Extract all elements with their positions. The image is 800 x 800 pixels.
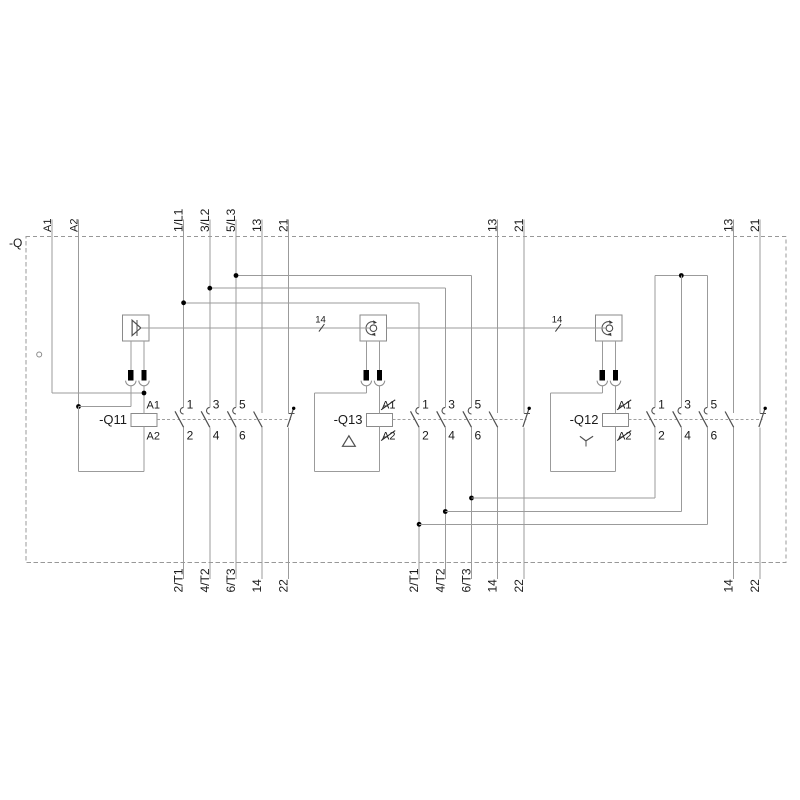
svg-text:3: 3 bbox=[684, 397, 691, 411]
svg-text:-Q11: -Q11 bbox=[99, 412, 127, 427]
svg-text:6/T3: 6/T3 bbox=[224, 568, 238, 592]
svg-text:14: 14 bbox=[552, 314, 563, 325]
svg-text:2: 2 bbox=[187, 429, 194, 443]
svg-text:3: 3 bbox=[448, 397, 455, 411]
svg-text:6: 6 bbox=[239, 429, 246, 443]
svg-text:6: 6 bbox=[475, 429, 482, 443]
svg-text:-Q13: -Q13 bbox=[334, 412, 363, 427]
svg-text:4: 4 bbox=[448, 429, 455, 443]
svg-text:4/T2: 4/T2 bbox=[433, 568, 447, 592]
svg-text:3: 3 bbox=[213, 397, 220, 411]
svg-text:14: 14 bbox=[250, 579, 264, 593]
svg-text:4/T2: 4/T2 bbox=[198, 568, 212, 592]
svg-text:5/L3: 5/L3 bbox=[224, 208, 238, 232]
svg-text:4: 4 bbox=[684, 429, 691, 443]
svg-text:14: 14 bbox=[315, 314, 326, 325]
svg-text:4: 4 bbox=[213, 429, 220, 443]
svg-text:A2: A2 bbox=[69, 219, 81, 232]
svg-text:2/T1: 2/T1 bbox=[172, 568, 186, 592]
svg-text:5: 5 bbox=[239, 397, 246, 411]
svg-text:A1: A1 bbox=[147, 400, 160, 412]
svg-text:-Q: -Q bbox=[9, 236, 22, 250]
svg-text:13: 13 bbox=[486, 218, 500, 232]
svg-text:2: 2 bbox=[422, 429, 429, 443]
svg-text:3/L2: 3/L2 bbox=[198, 208, 212, 232]
svg-text:1/L1: 1/L1 bbox=[172, 208, 186, 232]
svg-text:1: 1 bbox=[658, 397, 665, 411]
svg-text:6: 6 bbox=[711, 429, 718, 443]
svg-text:1: 1 bbox=[187, 397, 194, 411]
svg-text:14: 14 bbox=[486, 579, 500, 593]
svg-text:A2: A2 bbox=[147, 430, 160, 442]
svg-text:22: 22 bbox=[276, 579, 290, 593]
svg-text:14: 14 bbox=[722, 579, 736, 593]
svg-text:21: 21 bbox=[512, 218, 526, 232]
svg-text:6/T3: 6/T3 bbox=[460, 568, 474, 592]
svg-text:A1: A1 bbox=[42, 219, 54, 232]
svg-text:5: 5 bbox=[475, 397, 482, 411]
svg-text:22: 22 bbox=[512, 579, 526, 593]
svg-text:13: 13 bbox=[722, 218, 736, 232]
svg-text:22: 22 bbox=[748, 579, 762, 593]
svg-text:-Q12: -Q12 bbox=[570, 412, 599, 427]
svg-text:2/T1: 2/T1 bbox=[407, 568, 421, 592]
svg-text:5: 5 bbox=[711, 397, 718, 411]
svg-text:2: 2 bbox=[658, 429, 665, 443]
svg-text:21: 21 bbox=[748, 218, 762, 232]
svg-text:21: 21 bbox=[276, 218, 290, 232]
svg-text:13: 13 bbox=[250, 218, 264, 232]
svg-text:1: 1 bbox=[422, 397, 429, 411]
